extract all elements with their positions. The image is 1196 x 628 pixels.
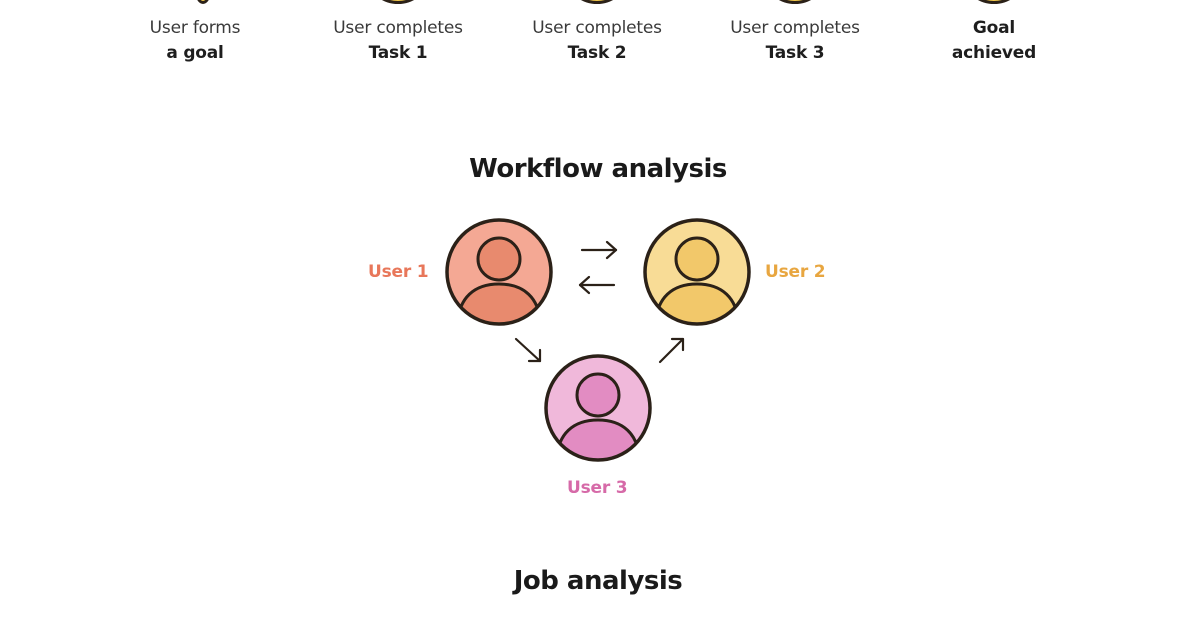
step-line2: Task 3 [765, 43, 825, 63]
step-line2: a goal [166, 43, 224, 63]
arrow-up-right-icon [658, 337, 685, 364]
step-line2: Task 2 [567, 43, 627, 63]
user-1-label: User 1 [368, 262, 429, 282]
user-2-avatar-icon [643, 218, 751, 326]
step-line1: Goal [972, 18, 1016, 38]
arrow-right-icon [580, 240, 618, 260]
step-line1: User completes [333, 18, 463, 38]
user-3-avatar-icon [544, 354, 652, 462]
user-3-label: User 3 [567, 478, 628, 498]
step-line2: achieved [951, 43, 1037, 63]
user-1-avatar-icon [445, 218, 553, 326]
job-analysis-title: Job analysis [513, 566, 683, 596]
user-2-label: User 2 [765, 262, 826, 282]
step-line1: User completes [532, 18, 662, 38]
arrow-left-icon [578, 275, 616, 295]
step-line2: Task 1 [368, 43, 428, 63]
step-line1: User completes [730, 18, 860, 38]
step-line1: User forms [149, 18, 241, 38]
workflow-title: Workflow analysis [469, 154, 727, 184]
arrow-down-right-icon [514, 337, 542, 363]
